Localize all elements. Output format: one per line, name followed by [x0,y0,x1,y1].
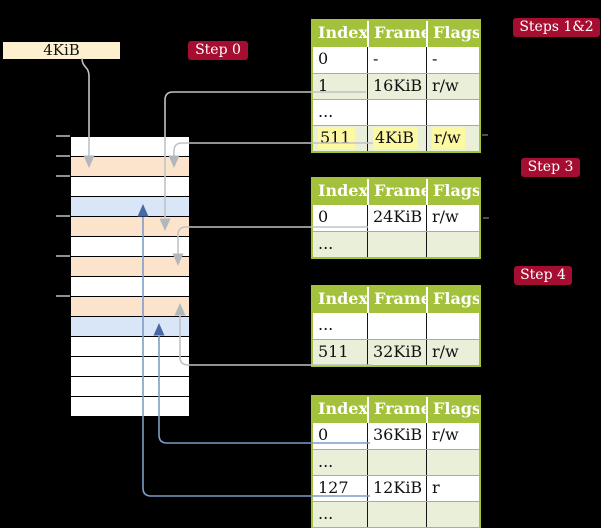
table-header-cell: Flags [426,287,479,313]
table-cell [426,502,479,527]
memory-frame-row-14 [71,397,189,416]
memory-frame-row-4 [71,197,189,217]
table-cell: r/w [426,74,479,99]
page-table-step-3-row-...: ... [313,231,479,257]
table-cell: 12KiB [367,476,426,501]
memory-tick [56,175,70,177]
table-header-cell: Index [318,23,367,42]
badge-step-0: Step 0 [188,41,248,60]
memory-frame-row-2 [71,157,189,177]
highlighted-value: 4KiB [373,127,419,149]
memory-frame-row-9 [71,297,189,317]
table-cell [426,100,479,125]
physical-memory-column [70,136,190,417]
page-table-step-4-lower-row-...: ... [313,501,479,527]
table-cell [426,313,479,339]
table-cell: r/w [426,126,479,151]
table-header-cell: Frame [367,21,426,47]
table-cell: r/w [426,205,479,231]
table-cell: 4KiB [367,126,426,151]
table-header-cell: Flags [426,179,479,205]
page-table-steps-1-2-row-0: 0 -- [313,47,479,73]
memory-frame-row-3 [71,177,189,197]
table-cell [367,100,426,125]
memory-frame-row-12 [71,357,189,377]
memory-tick [56,135,70,137]
table-cell: 127 [318,478,349,497]
memory-frame-row-7 [71,257,189,277]
table-cell [426,450,479,475]
table-cell [367,232,426,257]
table-header-cell: Index [318,399,367,418]
table-header-cell: Frame [367,287,426,313]
table-cell: 511 [318,342,349,361]
connector-stub [483,217,489,219]
table-cell: ... [318,102,334,121]
page-table-steps-1-2-row-511: 511 4KiB r/w [313,125,479,151]
memory-frame-row-6 [71,237,189,257]
table-cell: - [367,47,426,73]
memory-frame-row-10 [71,317,189,337]
memory-frame-row-8 [71,277,189,297]
table-cell: ... [318,504,334,523]
table-header-cell: Frame [367,397,426,423]
table-cell: 24KiB [367,205,426,231]
memory-frame-row-1 [71,137,189,157]
table-cell: 36KiB [367,423,426,449]
memory-tick [56,295,70,297]
table-header-cell: Index [318,181,367,200]
table-cell: ... [318,452,334,471]
table-cell: - [426,47,479,73]
badge-steps-1-2: Steps 1&2 [513,18,600,37]
table-cell: r/w [426,340,479,365]
page-table-steps-1-2-row-...: ... [313,99,479,125]
highlighted-value: r/w [432,127,465,149]
table-cell [367,313,426,339]
table-cell [426,232,479,257]
connector-stub [482,134,488,136]
table-cell: r [426,476,479,501]
memory-frame-row-13 [71,377,189,397]
table-cell: 16KiB [367,74,426,99]
page-size-label: 4KiB [3,42,120,59]
memory-tick [56,155,70,157]
page-table-step-4-upper-row-...: ... [313,313,479,339]
memory-frame-row-11 [71,337,189,357]
badge-step-3: Step 3 [521,158,580,177]
table-header-cell: Frame [367,179,426,205]
table-cell [367,450,426,475]
table-cell [367,502,426,527]
table-cell: 0 [318,207,329,226]
table-header-cell: Flags [426,397,479,423]
table-header-cell: Flags [426,21,479,47]
highlighted-value: 511 [318,127,355,149]
table-cell: ... [318,315,334,334]
table-header-cell: Index [318,289,367,308]
table-cell: r/w [426,423,479,449]
table-cell: 32KiB [367,340,426,365]
memory-tick [56,255,70,257]
page-table-step-4-lower-row-...: ... [313,449,479,475]
table-cell: 511 [313,126,367,151]
table-cell: 0 [318,425,329,444]
memory-frame-row-5 [71,217,189,237]
memory-tick [56,215,70,217]
table-cell: 0 [318,49,329,68]
table-cell: ... [318,234,334,253]
badge-step-4: Step 4 [514,266,572,285]
table-cell: 1 [318,76,329,95]
